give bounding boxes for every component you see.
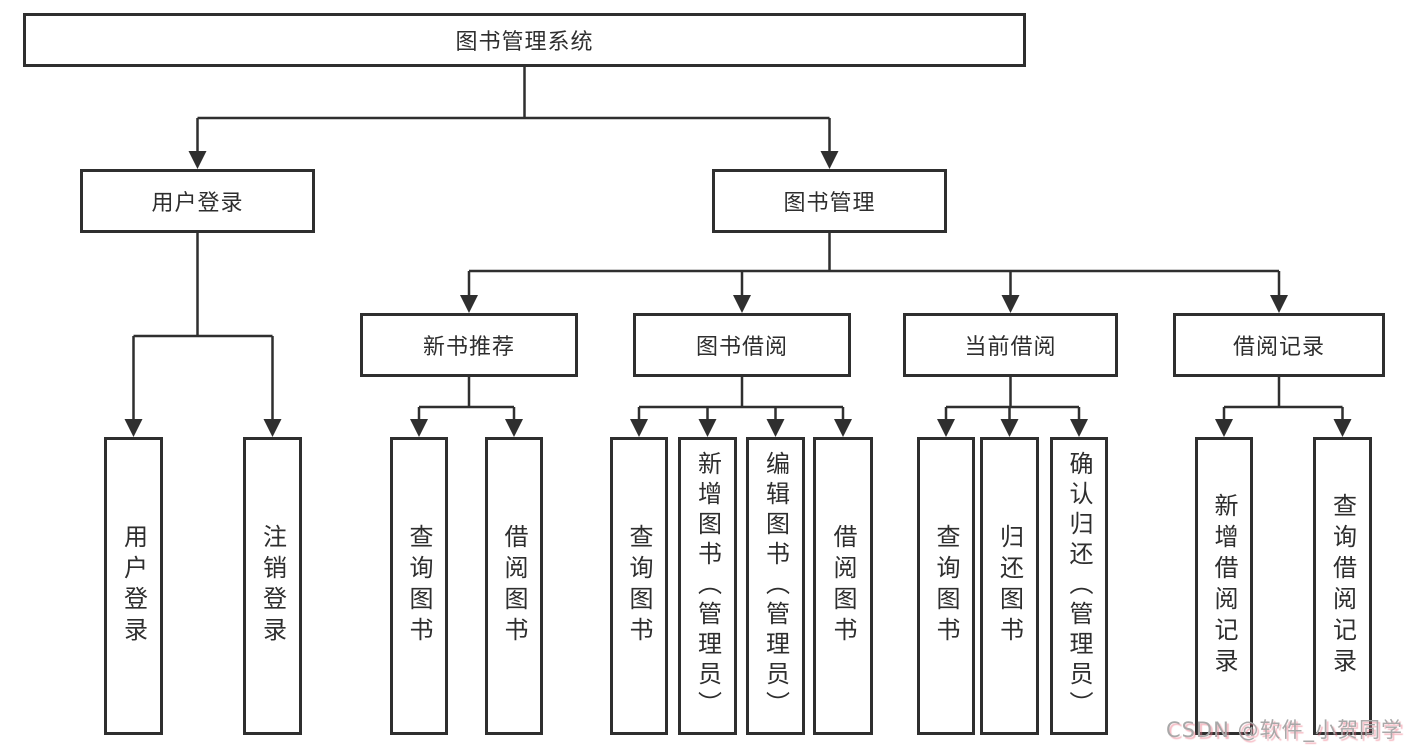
arrowheads bbox=[124, 151, 1352, 437]
node-label: 新增图书（管理员） bbox=[693, 451, 722, 721]
leaf-confirm-return-admin: 确认归还（管理员） bbox=[1050, 437, 1108, 735]
leaf-query-books-current: 查询图书 bbox=[917, 437, 975, 735]
node-label: 图书管理 bbox=[783, 191, 876, 216]
node-user-login: 用户登录 bbox=[80, 169, 315, 233]
leaf-add-borrow-record: 新增借阅记录 bbox=[1195, 437, 1253, 735]
node-label: 查询图书 bbox=[405, 524, 433, 648]
node-label: 确认归还（管理员） bbox=[1065, 451, 1093, 721]
node-label: 新增借阅记录 bbox=[1210, 493, 1238, 679]
node-label: 查询图书 bbox=[932, 524, 960, 648]
node-label: 图书管理系统 bbox=[455, 30, 594, 55]
leaf-query-books-recommend: 查询图书 bbox=[390, 437, 448, 735]
node-label: 用户登录 bbox=[119, 524, 148, 648]
node-borrow-records: 借阅记录 bbox=[1173, 313, 1385, 377]
leaf-user-login: 用户登录 bbox=[104, 437, 163, 735]
leaf-return-books: 归还图书 bbox=[980, 437, 1039, 735]
leaf-borrow-books: 借阅图书 bbox=[813, 437, 873, 735]
leaf-logout: 注销登录 bbox=[243, 437, 302, 735]
leaf-add-books-admin: 新增图书（管理员） bbox=[678, 437, 737, 735]
node-library-management-system: 图书管理系统 bbox=[23, 13, 1026, 67]
node-label: 新书推荐 bbox=[422, 335, 515, 360]
leaf-borrow-books-recommend: 借阅图书 bbox=[485, 437, 543, 735]
node-label: 借阅图书 bbox=[500, 524, 528, 648]
node-label: 查询借阅记录 bbox=[1328, 493, 1357, 679]
node-book-borrow: 图书借阅 bbox=[633, 313, 851, 377]
node-label: 归还图书 bbox=[995, 524, 1024, 648]
node-current-borrow: 当前借阅 bbox=[903, 313, 1118, 377]
node-label: 查询图书 bbox=[625, 524, 653, 648]
leaf-query-borrow-record: 查询借阅记录 bbox=[1313, 437, 1372, 735]
node-label: 用户登录 bbox=[151, 191, 244, 216]
csdn-watermark: CSDN @软件_小贺同学 bbox=[1165, 718, 1403, 742]
node-label: 借阅图书 bbox=[829, 524, 857, 648]
node-new-book-recommend: 新书推荐 bbox=[360, 313, 578, 377]
leaf-query-books-borrow: 查询图书 bbox=[610, 437, 668, 735]
node-label: 注销登录 bbox=[258, 524, 287, 648]
node-label: 借阅记录 bbox=[1232, 335, 1325, 360]
node-label: 图书借阅 bbox=[695, 335, 788, 360]
leaf-edit-books-admin: 编辑图书（管理员） bbox=[746, 437, 805, 735]
node-label: 编辑图书（管理员） bbox=[761, 451, 790, 721]
node-book-management: 图书管理 bbox=[712, 169, 947, 233]
node-label: 当前借阅 bbox=[964, 335, 1057, 360]
